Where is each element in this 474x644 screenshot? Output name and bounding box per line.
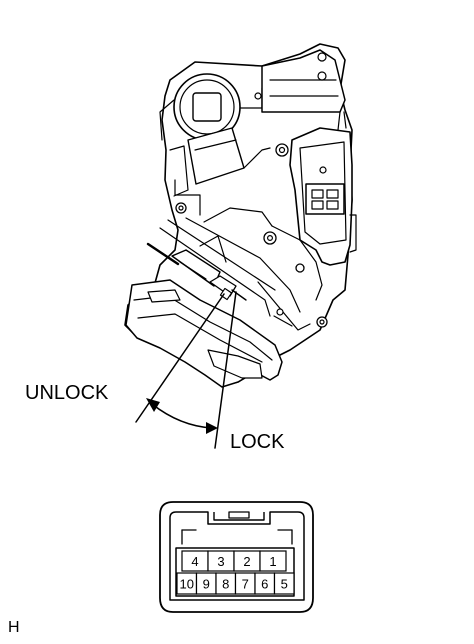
lock-label: LOCK xyxy=(230,431,285,453)
tester-probe xyxy=(146,235,247,301)
pin-cell xyxy=(259,550,287,572)
pin-number: 7 xyxy=(242,577,249,592)
pin-number: 5 xyxy=(281,577,288,592)
lock-arrowhead xyxy=(206,422,218,434)
unlock-arrowhead xyxy=(146,398,160,412)
pin-cell xyxy=(273,572,295,595)
pin-number: 10 xyxy=(180,577,194,592)
pin-number: 2 xyxy=(243,554,250,569)
unlock-label: UNLOCK xyxy=(25,382,109,404)
rotation-indicator xyxy=(135,291,237,449)
pin-number: 9 xyxy=(203,577,210,592)
pin-number: 1 xyxy=(269,554,276,569)
pin-number: 8 xyxy=(222,577,229,592)
pin-number: 3 xyxy=(217,554,224,569)
pin-row-top: 4 3 2 1 xyxy=(181,550,287,572)
pin-number: 6 xyxy=(261,577,268,592)
pin-number: 4 xyxy=(191,554,198,569)
door-lock-assembly xyxy=(124,43,357,388)
figure-code: H xyxy=(8,619,20,636)
